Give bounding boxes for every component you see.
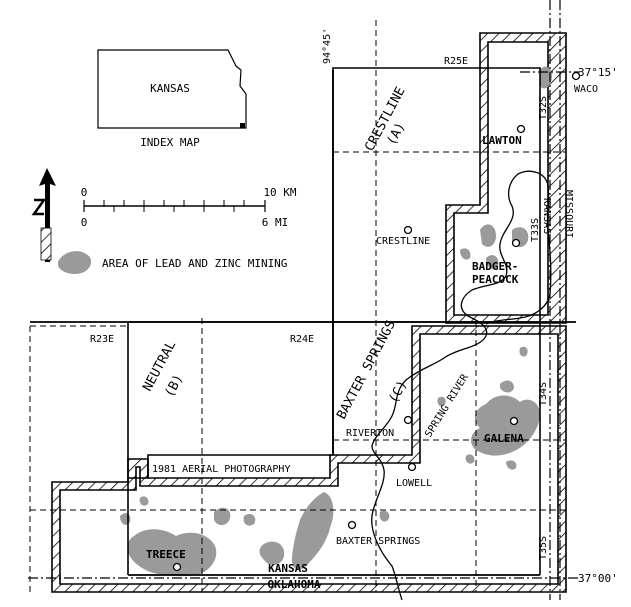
legend-mining: AREA OF LEAD AND ZINC MINING	[58, 251, 287, 274]
kansas-outline	[97, 49, 247, 129]
state-lines	[28, 0, 580, 600]
photography-coverage	[29, 20, 566, 592]
town-marker-lawton	[516, 124, 526, 134]
scale-mi-zero: 0	[81, 216, 88, 229]
photo-label: 1981 AERIAL PHOTOGRAPHY	[152, 464, 290, 475]
town-badger-2: PEACOCK	[472, 273, 519, 286]
state-missouri: MISSOURI	[563, 190, 574, 238]
town-lowell: LOWELL	[396, 478, 432, 489]
township-t34s: T34S	[538, 382, 549, 406]
town-crestline: CRESTLINE	[376, 236, 430, 247]
town-baxter-springs: BAXTER SPRINGS	[336, 536, 420, 547]
town-riverton: RIVERTON	[346, 428, 394, 439]
scale-mi-label: 6 MI	[262, 216, 289, 229]
town-badger-1: BADGER-	[472, 260, 518, 273]
scale-km-label: 10 KM	[263, 186, 296, 199]
range-r24e: R24E	[290, 334, 314, 345]
index-map-caption: INDEX MAP	[140, 136, 200, 149]
state-kansas-bottom: KANSAS	[268, 562, 308, 575]
study-area-lines	[30, 67, 576, 576]
town-treece: TREECE	[146, 548, 186, 561]
town-galena: GALENA	[484, 432, 524, 445]
crestline-boundary	[445, 32, 567, 324]
town-marker-waco	[571, 71, 581, 81]
town-labels: WACO LAWTON CRESTLINE BADGER- PEACOCK RI…	[146, 84, 598, 561]
town-marker-baxter	[347, 520, 357, 530]
town-marker-badger	[511, 238, 521, 248]
area-baxter-name: BAXTER SPRINGS	[334, 318, 399, 422]
town-marker-treece	[172, 562, 182, 572]
mining-areas	[120, 66, 552, 577]
state-kansas-right: KANSAS	[541, 198, 552, 234]
index-map-state: KANSAS	[150, 82, 190, 95]
area-neutral-code: (B)	[162, 372, 186, 400]
scale-km-zero: 0	[81, 186, 88, 199]
spring-river	[371, 170, 552, 601]
state-oklahoma: OKLAHOMA	[268, 578, 321, 591]
area-crestline-name: CRESTLINE	[362, 85, 408, 154]
town-marker-lowell	[407, 462, 417, 472]
legend-mining-label: AREA OF LEAD AND ZINC MINING	[102, 257, 287, 270]
township-t35s: T35S	[538, 536, 549, 560]
lon-label: 94°45'	[322, 28, 333, 64]
town-marker-galena	[509, 416, 519, 426]
township-t32s: T32S	[538, 96, 549, 120]
scale-bar: 0 10 KM 0 6 MI	[81, 186, 297, 229]
lat-south-label: 37°00'	[578, 572, 618, 585]
town-marker-crestline	[403, 225, 413, 235]
river-label: SPRING RIVER	[423, 372, 471, 440]
north-arrow-icon	[31, 168, 56, 262]
town-lawton: LAWTON	[482, 134, 522, 147]
neutral-outline	[127, 321, 334, 479]
lat-north-label: 37°15'	[578, 66, 618, 79]
range-r23e: R23E	[90, 334, 114, 345]
range-r25e: R25E	[444, 56, 468, 67]
index-map: KANSAS INDEX MAP	[97, 49, 247, 149]
study-area-marker	[240, 123, 245, 128]
towns	[172, 71, 581, 572]
town-marker-riverton	[403, 415, 413, 425]
town-waco: WACO	[574, 84, 598, 95]
mining-swatch	[58, 251, 92, 274]
area-baxter-code: (C)	[386, 378, 410, 406]
township-t33s: T33S	[530, 218, 541, 242]
